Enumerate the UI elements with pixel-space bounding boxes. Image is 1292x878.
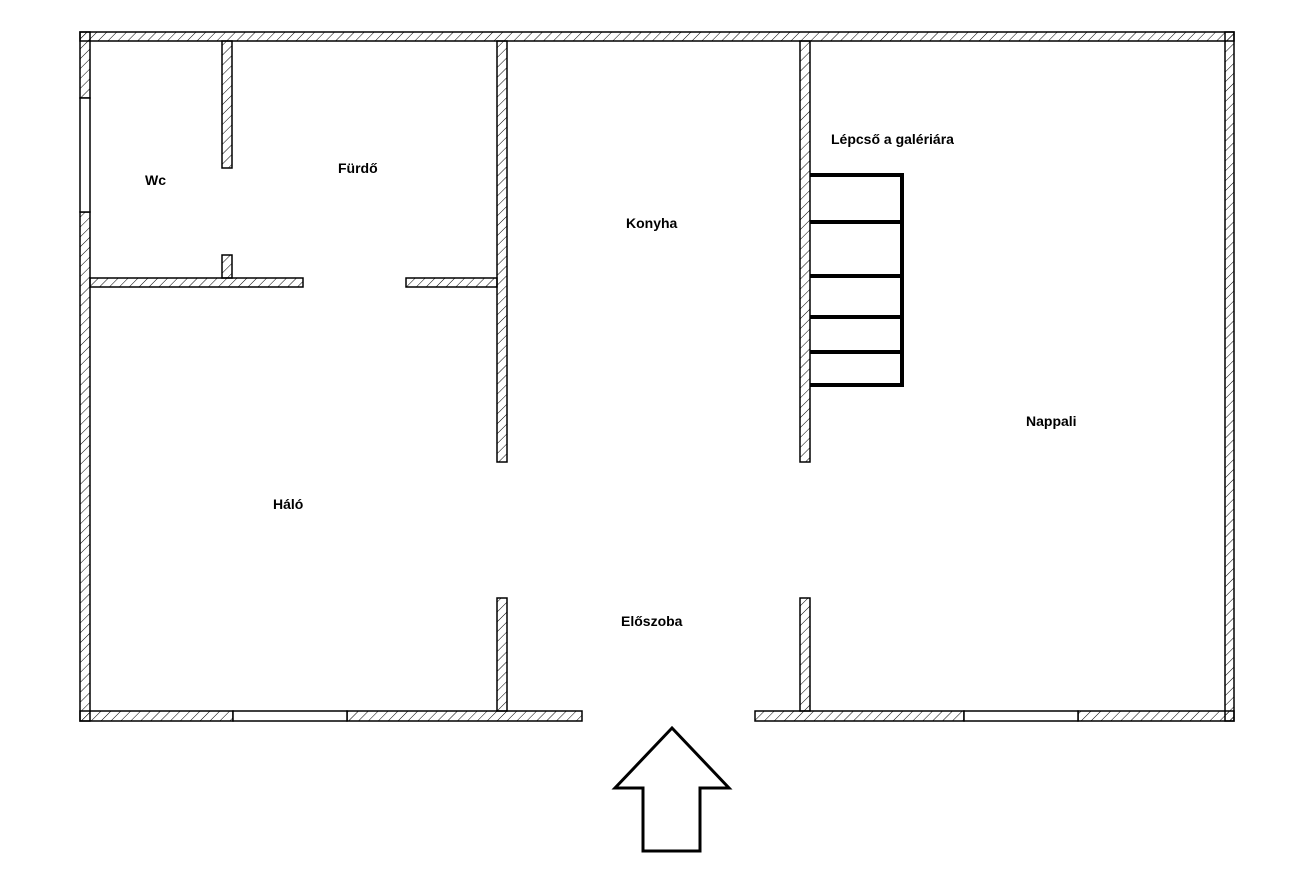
wall-top	[79, 31, 1235, 42]
wall-konyha-right-upper	[799, 40, 811, 463]
wall-wc-furdo-upper	[221, 40, 233, 169]
room-label-konyha: Konyha	[626, 215, 678, 231]
wall-left-upper	[79, 31, 91, 99]
room-label-nappali: Nappali	[1026, 413, 1077, 429]
staircase	[810, 173, 904, 387]
window-wc	[79, 97, 91, 213]
wall-konyha-left-lower	[496, 597, 508, 712]
room-label-furdo: Fürdő	[338, 160, 378, 176]
wall-wc-furdo-lower	[221, 254, 233, 279]
wall-h-right	[405, 277, 498, 288]
room-label-eloszoba: Előszoba	[621, 613, 683, 629]
wall-bottom-1	[79, 710, 234, 722]
wall-konyha-right-lower	[799, 597, 811, 712]
window-nappali	[963, 710, 1079, 722]
wall-bottom-3	[754, 710, 965, 722]
wall-left-lower	[79, 211, 91, 722]
arrow-up-icon	[611, 725, 733, 853]
room-label-halo: Háló	[273, 496, 304, 512]
room-label-wc: Wc	[145, 172, 166, 188]
wall-h-left	[89, 277, 304, 288]
wall-right	[1224, 31, 1235, 722]
wall-bottom-4	[1077, 710, 1235, 722]
window-halo	[232, 710, 348, 722]
wall-bottom-2	[346, 710, 583, 722]
room-label-lepcso: Lépcső a galériára	[831, 131, 954, 147]
wall-konyha-left-upper	[496, 40, 508, 463]
